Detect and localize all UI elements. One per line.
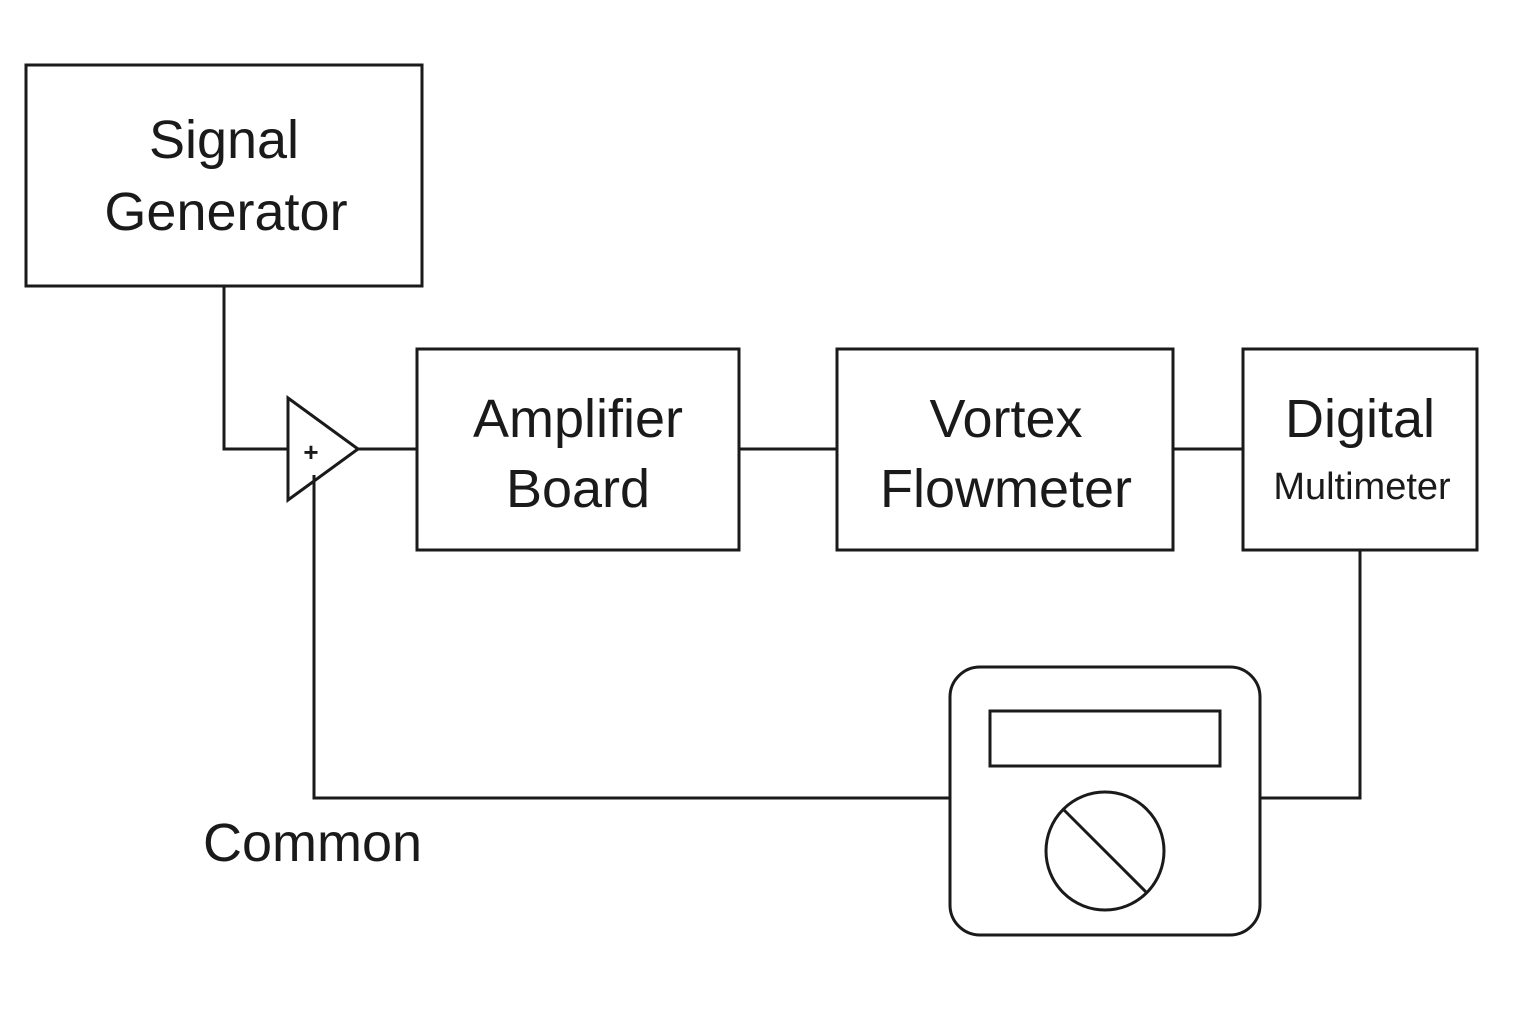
amplifier-board-box	[415, 347, 741, 552]
wire-multimeter-to-meter	[1260, 550, 1362, 800]
signal-generator-block: Signal Generator	[24, 63, 424, 288]
signal-generator-label-line1: Signal	[149, 110, 299, 170]
vortex-flowmeter-box	[835, 347, 1175, 552]
digital-multimeter-box	[1241, 347, 1479, 552]
meter-dial-icon	[1044, 790, 1166, 912]
wire-common-return	[312, 475, 950, 800]
vortex-flowmeter-block: Vortex Flowmeter	[835, 347, 1175, 552]
signal-generator-box	[24, 63, 424, 288]
digital-multimeter-block: Digital Multimeter	[1241, 347, 1479, 552]
amplifier-board-block: Amplifier Board	[415, 347, 741, 552]
digital-multimeter-label-line2: Multimeter	[1273, 466, 1451, 508]
op-amp-triangle	[286, 395, 361, 503]
meter-display	[988, 709, 1222, 768]
meter-device	[948, 665, 1262, 937]
amplifier-board-label-line1: Amplifier	[473, 389, 683, 449]
summing-amplifier-symbol: +	[286, 395, 361, 503]
meter-dial-needle	[1062, 808, 1148, 894]
meter-body	[948, 665, 1262, 937]
digital-multimeter-label-line1: Digital	[1285, 389, 1435, 449]
amplifier-board-label-line2: Board	[506, 459, 650, 519]
signal-generator-label-line2: Generator	[104, 182, 347, 242]
vortex-flowmeter-label-line1: Vortex	[929, 389, 1082, 449]
common-label: Common	[203, 813, 422, 873]
wire-generator-to-amp	[222, 286, 288, 451]
plus-sign: +	[303, 437, 318, 467]
vortex-flowmeter-label-line2: Flowmeter	[880, 459, 1132, 519]
